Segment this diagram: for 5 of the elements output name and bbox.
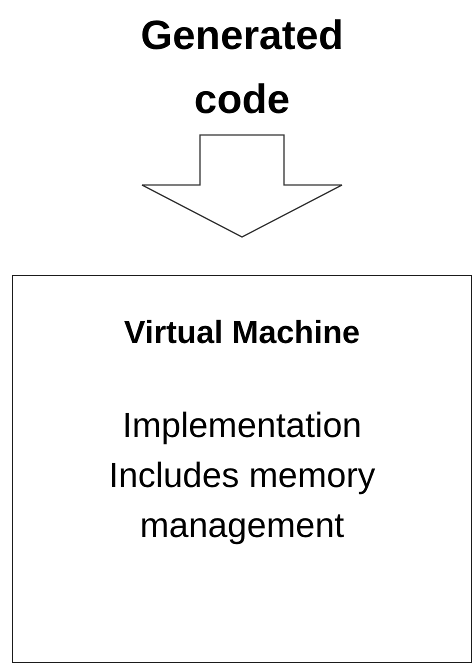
block-arrow — [141, 134, 343, 238]
code-label: Generated code — [92, 3, 392, 133]
box-description: Implementation Includes memory management — [108, 405, 376, 547]
box-heading: Virtual Machine — [124, 314, 360, 351]
machine-box — [12, 275, 472, 663]
